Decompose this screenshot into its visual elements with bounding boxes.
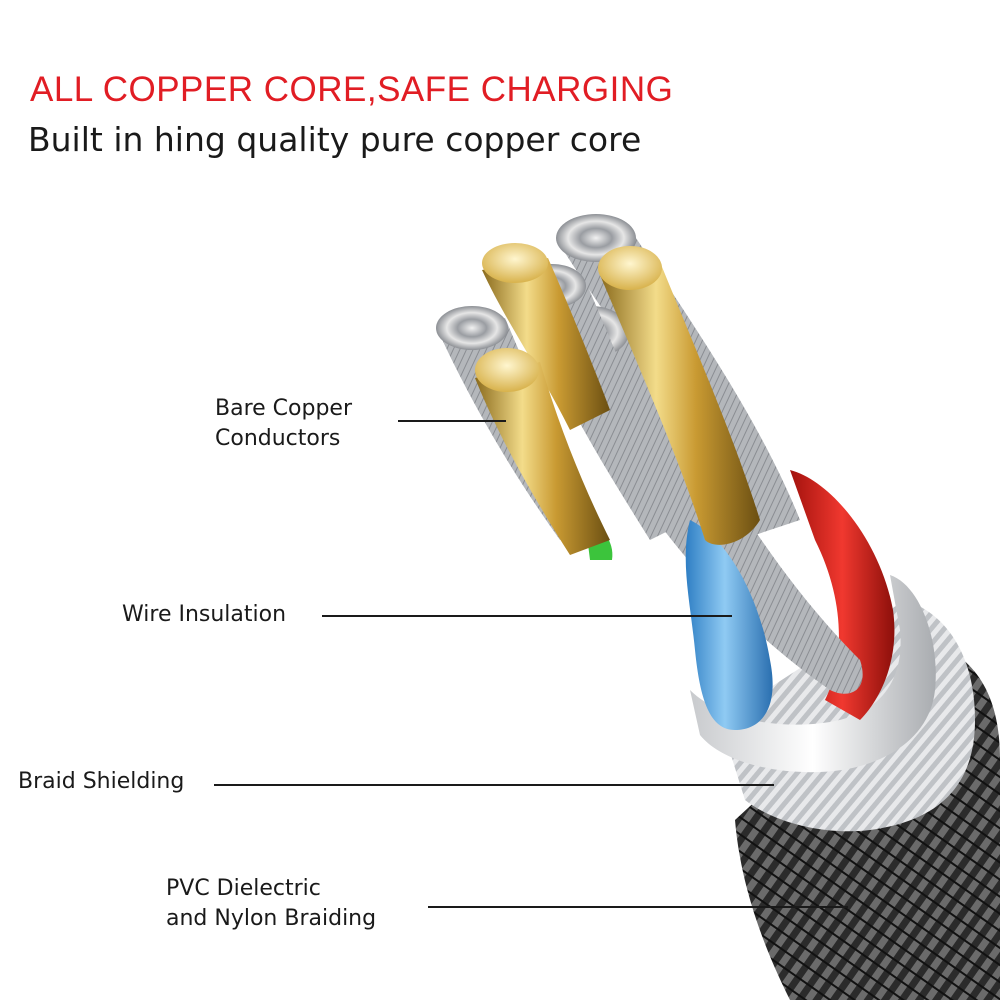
headline: ALL COPPER CORE,SAFE CHARGING xyxy=(30,70,674,109)
callout-wire-insulation: Wire Insulation xyxy=(122,600,286,630)
leader-line-shielding xyxy=(214,784,774,786)
callout-bare-copper-conductors: Bare Copper Conductors xyxy=(215,394,352,454)
gold-conductor-front xyxy=(475,362,610,555)
leader-line-insulation xyxy=(322,615,732,617)
callout-line: and Nylon Braiding xyxy=(166,906,377,931)
red-wire xyxy=(790,470,895,720)
gold-conductor-back xyxy=(482,258,610,430)
callout-braid-shielding: Braid Shielding xyxy=(18,767,184,797)
blue-wire xyxy=(685,520,773,730)
callout-line: Braid Shielding xyxy=(18,769,185,794)
callout-line: Wire Insulation xyxy=(122,602,287,627)
callout-line: Conductors xyxy=(215,426,341,451)
leader-line-conductors xyxy=(398,420,506,422)
subheadline: Built in hing quality pure copper core xyxy=(28,120,642,159)
callout-pvc-nylon-braiding: PVC Dielectric and Nylon Braiding xyxy=(166,874,376,934)
callout-line: Bare Copper xyxy=(215,396,352,421)
callout-line: PVC Dielectric xyxy=(166,876,321,901)
gold-conductor-right xyxy=(600,262,760,545)
leader-line-braiding xyxy=(428,906,848,908)
